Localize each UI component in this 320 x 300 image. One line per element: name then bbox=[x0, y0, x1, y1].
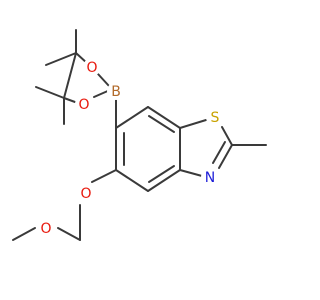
bond-c3a-c4-inner bbox=[148, 165, 175, 183]
atom-o-methoxy: O bbox=[40, 221, 51, 237]
bond-s-c2 bbox=[221, 126, 233, 146]
bond-b-o-right bbox=[97, 73, 110, 87]
bond-c2-n-inner bbox=[212, 141, 226, 164]
molecule-diagram: O O B O O S N bbox=[12, 29, 267, 241]
bond-o-methoxy-ch2 bbox=[57, 227, 81, 241]
atom-b: B bbox=[111, 84, 121, 100]
atom-o-boronate-lower: O bbox=[78, 97, 89, 113]
atom-label-group: O O B O O S N bbox=[37, 58, 224, 237]
bond-n-c3a bbox=[179, 169, 203, 177]
bond-c4-c5 bbox=[115, 169, 149, 192]
bond-c6-c7 bbox=[115, 106, 149, 129]
bond-methyl-o-methoxy bbox=[12, 227, 36, 241]
atom-o-boronate-upper: O bbox=[86, 60, 97, 76]
bond-ctop-methyl-left bbox=[45, 52, 77, 66]
atom-s: S bbox=[211, 110, 220, 126]
bond-c2-n-outer bbox=[218, 144, 233, 169]
bond-c7-c7a bbox=[147, 106, 181, 129]
bond-o-left-c bbox=[63, 97, 76, 103]
bond-cbottom-methyl-left bbox=[35, 86, 65, 99]
bond-group bbox=[12, 29, 267, 241]
bond-o-aryl-c5 bbox=[91, 169, 117, 183]
bond-c7a-s bbox=[179, 119, 207, 129]
atom-n: N bbox=[205, 170, 215, 186]
bond-c-c-ring bbox=[63, 52, 77, 99]
atom-o-aryl: O bbox=[80, 186, 91, 202]
bond-c7-c7a-inner bbox=[148, 115, 175, 133]
bond-c3a-c4 bbox=[147, 169, 181, 192]
